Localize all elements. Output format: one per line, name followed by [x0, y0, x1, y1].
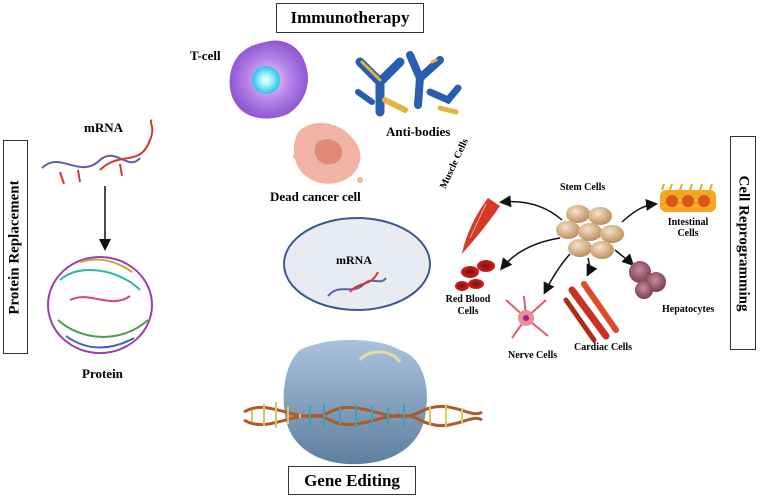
- cell-reprogramming-text: Cell Reprogramming: [735, 175, 752, 311]
- t-cell-text: T-cell: [190, 48, 221, 63]
- mrna-center-text: mRNA: [336, 253, 372, 267]
- t-cell-illustration: [229, 40, 308, 119]
- mrna-strand-illustration: [41, 119, 154, 185]
- mrna-top-text: mRNA: [84, 120, 123, 135]
- cell-reprogramming-label: Cell Reprogramming: [730, 136, 756, 350]
- differentiation-arrows: [499, 195, 658, 295]
- intestinal-cells-illustration: [660, 183, 716, 212]
- cardiac-cells-illustration: [563, 281, 619, 343]
- red-blood-cells-illustration: [455, 260, 495, 291]
- oval-mrna-strand: [327, 271, 387, 297]
- hepatocytes-illustration: [629, 261, 666, 299]
- gene-editing-illustration: [243, 339, 483, 465]
- intestinal-cells-text: Intestinal Cells: [667, 217, 709, 239]
- nerve-cell-illustration: [505, 295, 549, 339]
- immunotherapy-label: Immunotherapy: [276, 3, 424, 33]
- protein-replacement-label: Protein Replacement: [3, 140, 28, 354]
- stem-cells-cluster: [556, 205, 624, 259]
- nerve-cells-text: Nerve Cells: [508, 350, 558, 361]
- muscle-cells-illustration: [462, 198, 500, 254]
- cardiac-cells-text: Cardiac Cells: [574, 342, 633, 353]
- mrna-delivery-oval: [283, 217, 431, 311]
- gene-editing-label: Gene Editing: [288, 466, 416, 495]
- red-blood-cells-text: Red Blood Cells: [445, 294, 491, 317]
- antibodies-illustration: [355, 51, 462, 117]
- hepatocytes-text: Hepatocytes: [662, 304, 715, 315]
- stem-cells-text: Stem Cells: [560, 182, 606, 193]
- protein-replacement-text: Protein Replacement: [7, 179, 23, 315]
- anti-bodies-text: Anti-bodies: [386, 124, 451, 139]
- protein-structure-illustration: [47, 256, 153, 354]
- protein-text: Protein: [82, 366, 123, 381]
- dead-cancer-cell-text: Dead cancer cell: [270, 189, 361, 204]
- dead-cancer-cell-illustration: [293, 123, 363, 184]
